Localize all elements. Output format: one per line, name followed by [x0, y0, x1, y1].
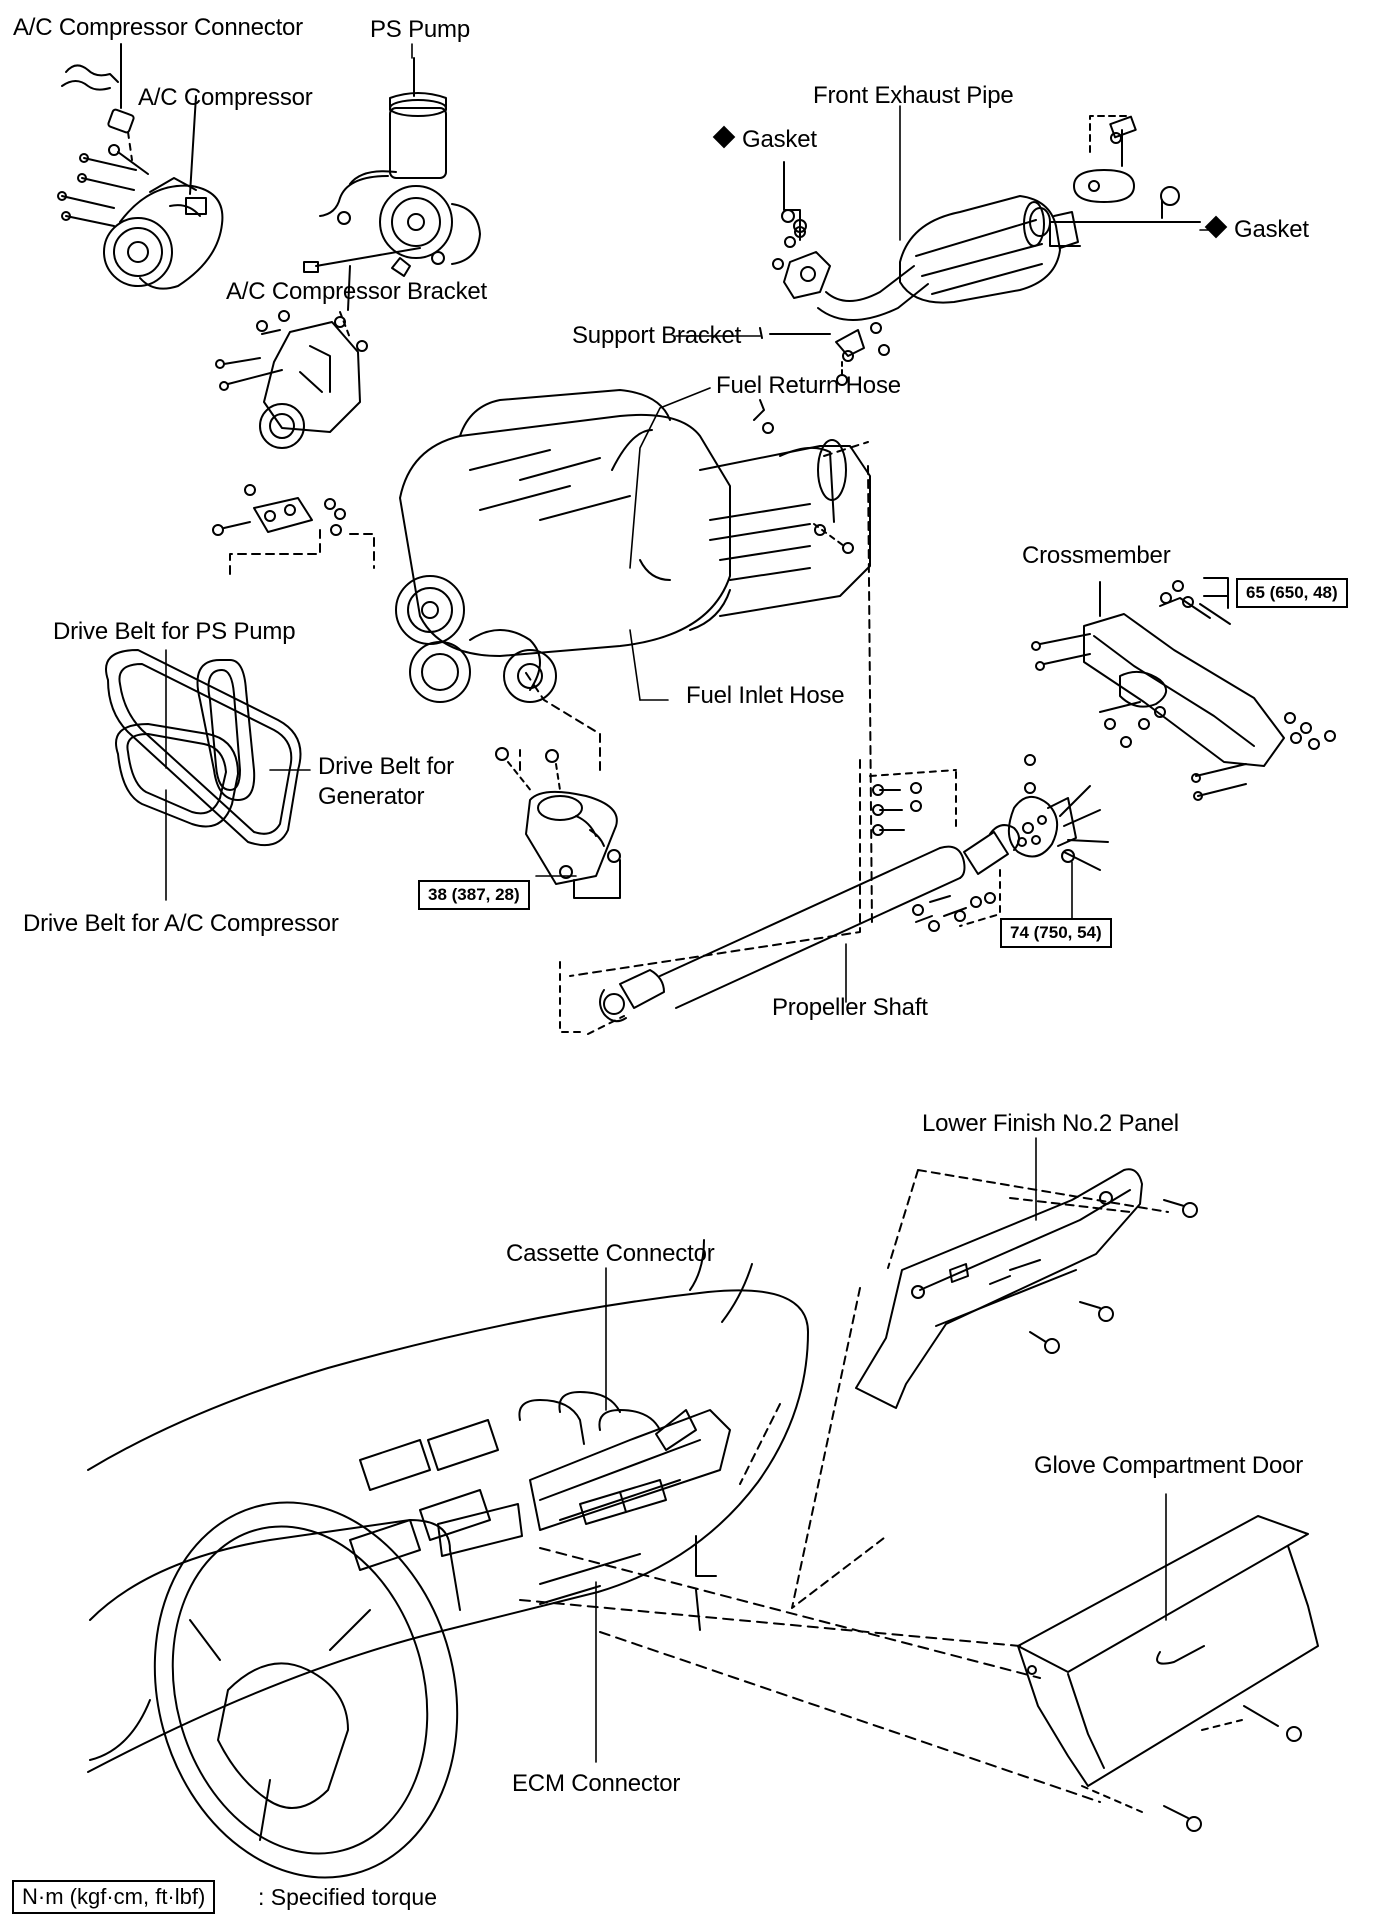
crossmember-label: Crossmember	[1022, 542, 1171, 569]
leader-lines	[165, 43, 1227, 1763]
lower-finish-panel-drawing	[739, 1168, 1198, 1609]
front-exhaust-pipe-label: Front Exhaust Pipe	[813, 82, 1014, 109]
ac-compressor-bracket-label: A/C Compressor Bracket	[226, 278, 488, 305]
propeller-shaft-torque-badge: 74 (750, 54)	[1000, 918, 1112, 948]
drive-belt-generator-label: Drive Belt for Generator	[318, 753, 454, 810]
torque-legend-text: : Specified torque	[258, 1884, 438, 1910]
ac-compressor-bracket-drawing	[215, 265, 368, 449]
crossmember-torque-badge: 65 (650, 48)	[1236, 578, 1348, 608]
gasket-left-label: Gasket	[712, 125, 817, 154]
drive-belt-ac-compressor-label: Drive Belt for A/C Compressor	[23, 910, 339, 937]
engine-mount-bracket-drawing	[212, 484, 375, 581]
support-bracket-label: Support Bracket	[572, 322, 742, 349]
torque-unit-legend-box: N·m (kgf·cm, ft·lbf)	[12, 1880, 216, 1914]
dashboard-drawing	[87, 1239, 809, 1879]
exhaust-lower-flange-drawing	[495, 669, 621, 899]
fuel-return-hose-label: Fuel Return Hose	[716, 372, 901, 399]
lower-finish-panel-label: Lower Finish No.2 Panel	[922, 1110, 1179, 1137]
drive-belt-ps-pump-label: Drive Belt for PS Pump	[53, 618, 296, 645]
gasket-left-text: Gasket	[742, 126, 817, 153]
exhaust-torque-badge: 38 (387, 28)	[418, 880, 530, 910]
drive-belts-drawing	[105, 649, 302, 846]
gasket-left-drawing	[781, 161, 807, 241]
ps-pump-drawing	[303, 57, 481, 277]
gasket-right-text: Gasket	[1234, 216, 1309, 243]
ac-compressor-connector-label: A/C Compressor Connector	[13, 14, 303, 41]
fuel-inlet-hose-label: Fuel Inlet Hose	[686, 682, 845, 709]
cassette-connector-label: Cassette Connector	[506, 1240, 715, 1267]
exhaust-flange-drawing	[1029, 115, 1201, 247]
diamond-icon	[712, 125, 736, 149]
ac-compressor-label: A/C Compressor	[138, 84, 313, 111]
ecm-connector-label: ECM Connector	[512, 1770, 681, 1797]
glove-guide-lines	[519, 1547, 1101, 1803]
crossmember-drawing	[1031, 577, 1336, 801]
ac-compressor-drawing	[57, 95, 224, 290]
ac-compressor-connector-drawing	[61, 43, 135, 161]
diamond-icon	[1204, 215, 1228, 239]
gasket-right-label: Gasket	[1204, 215, 1309, 244]
propeller-shaft-drawing	[559, 441, 1109, 1035]
ps-pump-label: PS Pump	[370, 16, 470, 43]
glove-compartment-door-drawing	[1017, 1515, 1319, 1832]
propeller-shaft-label: Propeller Shaft	[772, 994, 928, 1021]
front-exhaust-pipe-drawing	[759, 195, 1079, 386]
engine-transmission-drawing	[395, 389, 871, 703]
glove-compartment-door-label: Glove Compartment Door	[1034, 1452, 1304, 1479]
